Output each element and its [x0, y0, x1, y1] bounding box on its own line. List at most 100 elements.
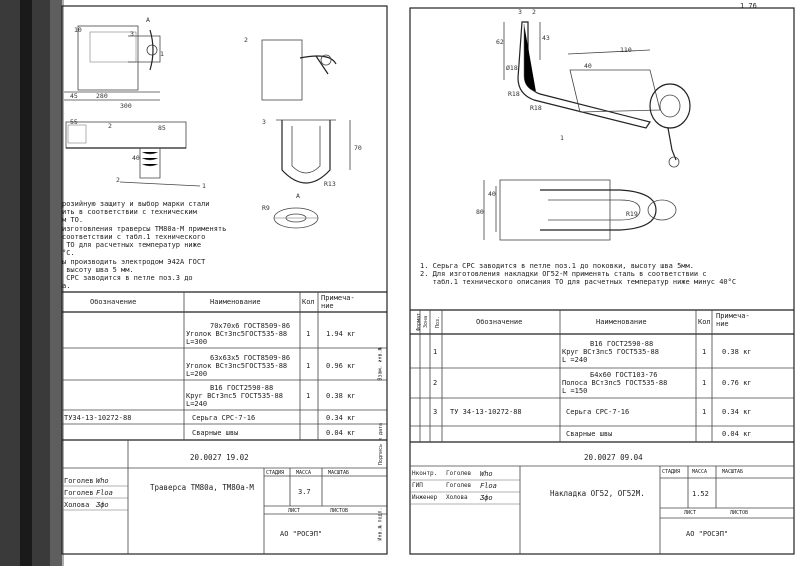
dim-label: R19	[626, 210, 638, 218]
dim-label: 70	[354, 144, 362, 152]
cell-name-line1: В16 ГОСТ2590-88	[210, 384, 274, 392]
dim-label: R9	[262, 204, 270, 212]
cell-name-line1: Сварные швы	[566, 430, 613, 438]
cell-note: 0.34 кг	[722, 408, 752, 416]
drawing-title: Траверса ТМ80а, ТМ80а-М	[150, 483, 254, 492]
organization: АО "РОСЭП"	[280, 530, 323, 538]
dim-label: 2	[108, 122, 112, 130]
cell-name-line1: Серьга СРС-7-16	[192, 414, 256, 422]
signature: Floa	[96, 489, 113, 497]
doc-number: 20.0027 19.02	[190, 453, 249, 462]
dim-label: 55	[70, 118, 78, 126]
cell-note: 0.38 кг	[722, 348, 752, 356]
note-line: табл.1 технического описания ТО для расч…	[420, 278, 737, 286]
dim-label: 110	[620, 46, 632, 54]
header-kol: Кол	[698, 318, 711, 326]
doc-number: 20.0027 09.04	[584, 453, 643, 462]
page-number: 1 76	[740, 2, 757, 10]
role-label: Инженер	[412, 494, 438, 501]
header-naimenovanie: Наименование	[210, 298, 261, 306]
dim-label: 300	[120, 102, 132, 110]
note-line: ить в соответствии с техническим	[62, 208, 197, 216]
note-line: ТО для расчетных температур ниже	[62, 241, 202, 249]
signature: Floa	[480, 482, 497, 490]
dim-label: 40	[132, 154, 140, 162]
mass-label: МАССА	[692, 469, 708, 475]
header-naimenovanie: Наименование	[596, 318, 647, 326]
dim-label: 3	[262, 118, 266, 126]
cell-designation: ТУ 34-13-10272-88	[450, 408, 522, 416]
dim-label: 40	[488, 190, 496, 198]
side-label: Подпись и дата	[378, 422, 385, 466]
cell-qty: 1	[306, 392, 311, 400]
cell-name-line1: 70х70х6 ГОСТ8509-86	[210, 322, 291, 330]
dim-label: 62	[496, 38, 504, 46]
cell-qty: 1	[702, 348, 707, 356]
sheet-label: ЛИСТ	[288, 508, 301, 514]
cell-name-line3: L=300	[186, 338, 208, 346]
mass-label: МАССА	[296, 470, 312, 476]
person-name: Гоголев	[64, 489, 94, 497]
dim-label: 85	[158, 124, 166, 132]
cell-qty: 1	[702, 408, 707, 416]
left-drawing-svg: 10 3 А 1 45 280 300 55 2 85 40 2 1 3 70 …	[0, 0, 388, 566]
left-dimension-labels: 10 3 А 1 45 280 300 55 2 85 40 2 1 3 70 …	[70, 16, 362, 212]
cell-name-line2: Уголок ВСт3пс5ГОСТ535-88	[186, 330, 288, 338]
cell-qty: 1	[306, 362, 311, 370]
dim-label: R18	[530, 104, 542, 112]
right-dimension-labels: 62 43 2 3 Ø18 R18 40 110 R18 1 40 80 R19	[476, 8, 638, 218]
cell-note: 0.76 кг	[722, 379, 752, 387]
signature: Who	[480, 470, 493, 478]
cell-name-line1: Серьга СРС-7-16	[566, 408, 630, 416]
sheets-label: ЛИСТОВ	[730, 510, 749, 516]
note-line: соответствии с табл.1 технического	[62, 233, 206, 241]
note-line: 1. Серьга СРС заводится в петле поз.1 до…	[420, 262, 694, 270]
cell-name-line3: L=200	[186, 370, 208, 378]
header-oboznachenie: Обозначение	[90, 298, 137, 306]
side-label: Взам. инв.№	[377, 347, 384, 381]
cell-note: 0.38 кг	[326, 392, 356, 400]
dim-label: R18	[508, 90, 520, 98]
dim-label: 2	[532, 8, 536, 16]
dim-label: 40	[584, 62, 592, 70]
mass-value: 3.7	[298, 488, 311, 496]
cell-name-line2: Круг ВСт3пс5 ГОСТ535-88	[186, 392, 283, 400]
side-label: Инв.№ подл.	[377, 507, 384, 541]
dim-label: А	[146, 16, 150, 24]
note-line: а.	[62, 282, 71, 290]
note-line: изготовления траверсы ТМ80а-М применять	[62, 225, 227, 233]
cell-poz: 2	[433, 379, 438, 387]
cell-qty: 1	[306, 330, 311, 338]
cell-name-line2: Круг ВСт3пс5 ГОСТ535-88	[562, 348, 659, 356]
dim-label: 3	[518, 8, 522, 16]
dim-label: 45	[70, 92, 78, 100]
role-label: ГИП	[412, 482, 423, 489]
person-name: Гоголев	[446, 470, 472, 477]
scale-label: МАСШТАБ	[328, 470, 350, 476]
cell-note: 0.04 кг	[326, 429, 356, 437]
header-oboznachenie: Обозначение	[476, 318, 523, 326]
sheet-label: ЛИСТ	[684, 510, 697, 516]
dim-label: 3	[130, 30, 134, 38]
header-zona: Зона	[423, 315, 430, 329]
note-line: °С.	[62, 249, 75, 257]
dim-label: 1	[202, 182, 206, 190]
note-line: розийную защиту и выбор марки стали	[62, 200, 210, 208]
signature: Who	[96, 477, 109, 485]
right-drawing-svg: 62 43 2 3 Ø18 R18 40 110 R18 1 40 80 R19	[409, 7, 795, 555]
dim-label: 10	[74, 26, 82, 34]
signature: Ӡфо	[480, 494, 493, 502]
note-line: ы производить электродом Э42А ГОСТ	[62, 258, 206, 266]
cell-note: 0.34 кг	[326, 414, 356, 422]
cell-qty: 1	[702, 379, 707, 387]
dim-label: 80	[476, 208, 484, 216]
dim-label: 1	[560, 134, 564, 142]
dim-label: 1	[160, 50, 164, 58]
cell-name-line3: L =240	[562, 356, 588, 364]
cell-note: 1.94 кг	[326, 330, 356, 338]
dim-label: 2	[244, 36, 248, 44]
cell-name-line3: L=240	[186, 400, 208, 408]
dim-label: R13	[324, 180, 336, 188]
person-name: Холова	[446, 494, 468, 501]
cell-name-line3: L =150	[562, 387, 588, 395]
